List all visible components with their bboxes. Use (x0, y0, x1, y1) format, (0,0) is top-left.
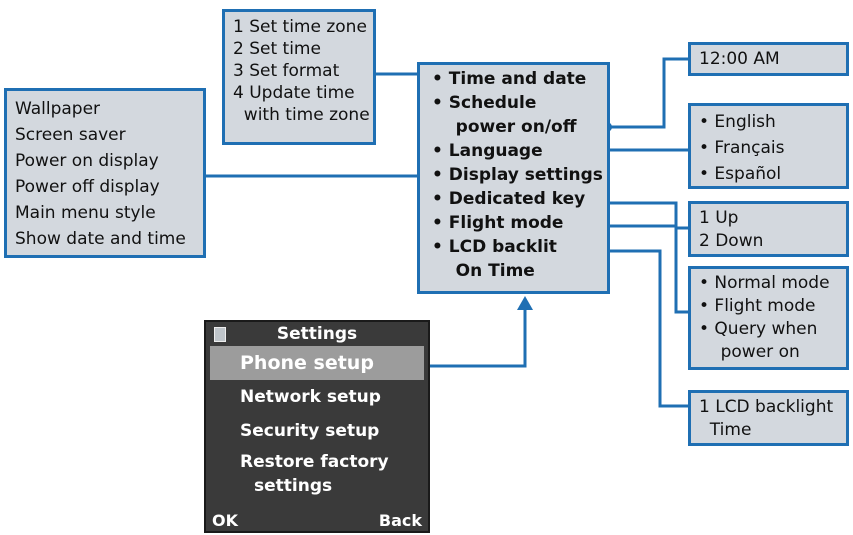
phone-softkeys: OK Back (206, 509, 428, 531)
restore-factory-line-1: Restore factory (240, 452, 389, 472)
time-zone-option: 4 Update time (233, 83, 355, 103)
softkey-ok[interactable]: OK (212, 510, 238, 530)
flight-mode-option: power on (699, 342, 800, 362)
time-value: 12:00 AM (699, 49, 780, 69)
flight-mode-option: • Normal mode (699, 273, 830, 293)
time-zone-options-box: 1 Set time zone 2 Set time 3 Set format … (222, 9, 376, 145)
menu-item-language: • Language (432, 141, 543, 161)
time-zone-option: 3 Set format (233, 61, 340, 81)
phone-screen: Settings Phone setup Network setup Secur… (204, 320, 430, 533)
display-option: Power on display (15, 151, 159, 171)
display-option: Screen saver (15, 125, 126, 145)
flight-mode-option: • Query when (699, 319, 818, 339)
display-option: Main menu style (15, 203, 156, 223)
flight-mode-options-box: • Normal mode • Flight mode • Query when… (688, 266, 849, 370)
display-option: Wallpaper (15, 99, 101, 119)
language-options-box: • English • Français • Español (688, 103, 849, 189)
dedicated-key-option: 2 Down (699, 231, 764, 251)
lcd-backlight-option: 1 LCD backlight (699, 397, 834, 417)
dedicated-key-options-box: 1 Up 2 Down (688, 201, 849, 257)
flight-mode-option: • Flight mode (699, 296, 816, 316)
time-zone-option: 2 Set time (233, 39, 321, 59)
menu-item-lcd-backlit: • LCD backlit (432, 237, 557, 257)
menu-item-schedule: • Schedule (432, 93, 537, 113)
dedicated-key-option: 1 Up (699, 208, 739, 228)
menu-item-schedule-cont: power on/off (432, 117, 577, 137)
language-option: • Français (699, 138, 785, 158)
phone-title-bar: Settings (206, 322, 428, 346)
phone-setup-menu-box: • Time and date • Schedule power on/off … (417, 62, 610, 294)
display-settings-options-box: Wallpaper Screen saver Power on display … (4, 88, 206, 258)
menu-item-display-settings: • Display settings (432, 165, 603, 185)
time-zone-option: 1 Set time zone (233, 17, 367, 37)
lcd-backlight-option: Time (699, 420, 752, 440)
phone-title: Settings (276, 324, 358, 344)
menu-item-time-and-date: • Time and date (432, 69, 587, 89)
menu-item-dedicated-key: • Dedicated key (432, 189, 586, 209)
display-option: Show date and time (15, 229, 186, 249)
phone-menu-item-restore-factory[interactable]: Restore factory settings (206, 448, 428, 498)
language-option: • Español (699, 164, 782, 184)
time-value-box: 12:00 AM (688, 42, 849, 76)
lcd-backlight-options-box: 1 LCD backlight Time (688, 390, 849, 446)
menu-item-flight-mode: • Flight mode (432, 213, 564, 233)
phone-menu-item-phone-setup[interactable]: Phone setup (210, 346, 424, 380)
settings-icon (214, 327, 226, 342)
softkey-back[interactable]: Back (378, 510, 422, 530)
language-option: • English (699, 112, 776, 132)
restore-factory-line-2: settings (254, 476, 333, 496)
phone-menu-item-security-setup[interactable]: Security setup (240, 421, 380, 441)
time-zone-option: with time zone (233, 105, 370, 125)
phone-menu-item-network-setup[interactable]: Network setup (240, 387, 381, 407)
menu-item-lcd-backlit-cont: On Time (432, 261, 535, 281)
display-option: Power off display (15, 177, 160, 197)
